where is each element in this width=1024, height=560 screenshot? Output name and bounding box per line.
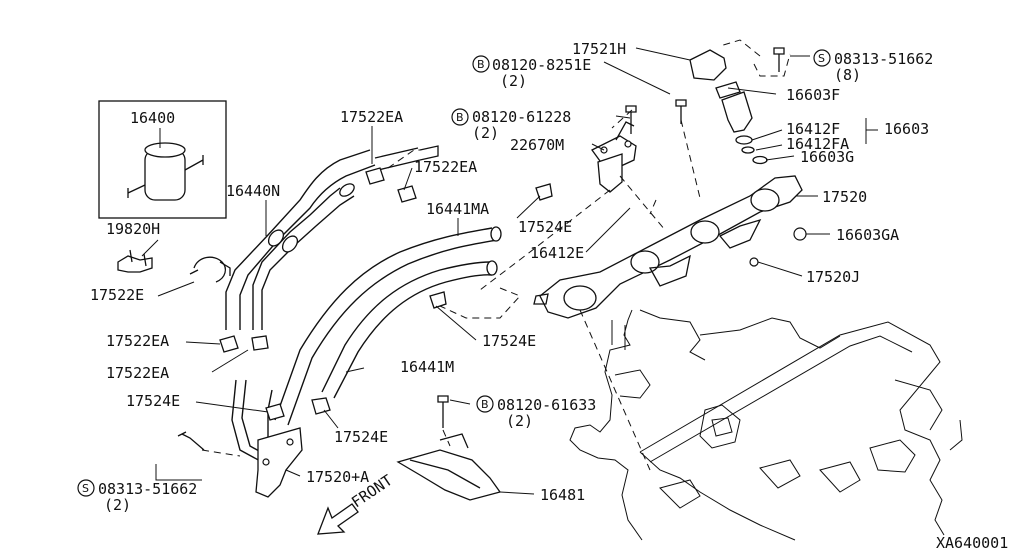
leader-lines (141, 47, 878, 495)
fuel-rail (533, 175, 807, 319)
callout-b1-number: 08120-8251E (492, 56, 591, 74)
label-16481: 16481 (540, 486, 585, 504)
callout-b2-qty: (2) (472, 124, 499, 142)
callout-s2-number: 08313-51662 (98, 480, 197, 498)
screw-symbol-1-letter: S (818, 52, 825, 65)
dashed-leaders (201, 39, 791, 471)
screw-symbol-2 (77, 479, 95, 497)
label-17522ea-left-2: 17522EA (106, 364, 169, 382)
label-16441ma: 16441MA (426, 200, 489, 218)
pressure-regulator (591, 121, 637, 193)
label-22670m: 22670M (510, 136, 564, 154)
label-16603g: 16603G (800, 148, 854, 166)
bracket-17520a (255, 427, 303, 498)
engine-block (569, 309, 963, 541)
label-16400: 16400 (130, 109, 175, 127)
clip-19820h (117, 249, 153, 273)
label-16603f: 16603F (786, 86, 840, 104)
label-16603: 16603 (884, 120, 929, 138)
bolt-symbol-1-letter: B (477, 58, 485, 71)
callout-b3-qty: (2) (506, 412, 533, 430)
part-labels: 16400 19820H 17522E 16440N 17522EA 17522… (90, 40, 1008, 552)
label-16412e: 16412E (530, 244, 584, 262)
screw-symbol-2-letter: S (82, 482, 89, 495)
callout-b2-number: 08120-61228 (472, 108, 571, 126)
label-16440n: 16440N (226, 182, 280, 200)
clamp-17522e (189, 256, 231, 283)
hose-clamps (219, 167, 553, 421)
label-17524e-bottom: 17524E (334, 428, 388, 446)
label-17524e-left: 17524E (126, 392, 180, 410)
bolts (177, 47, 785, 451)
fuel-filter-box (98, 100, 227, 219)
label-17522e: 17522E (90, 286, 144, 304)
label-19820h: 19820H (106, 220, 160, 238)
label-17522ea-mid: 17522EA (414, 158, 477, 176)
injector-assembly (689, 49, 768, 165)
bolt-symbol-2 (451, 108, 469, 126)
label-16412fa: 16412FA (786, 135, 849, 153)
bolt-symbol-3-letter: B (481, 398, 489, 411)
callout-s1-qty: (8) (834, 66, 861, 84)
label-16412f: 16412F (786, 120, 840, 138)
callout-b3-number: 08120-61633 (497, 396, 596, 414)
diagram-code: XA640001 (936, 534, 1008, 552)
label-17524e-low: 17524E (482, 332, 536, 350)
callout-s2-qty: (2) (104, 496, 131, 514)
bolt-symbol-2-letter: B (456, 111, 464, 124)
label-17524e-mid: 17524E (518, 218, 572, 236)
callout-b1-qty: (2) (500, 72, 527, 90)
label-17520: 17520 (822, 188, 867, 206)
bolt-symbol-1 (472, 55, 490, 73)
label-17522ea-top: 17522EA (340, 108, 403, 126)
label-17520j: 17520J (806, 268, 860, 286)
label-16603ga: 16603GA (836, 226, 899, 244)
label-17521h: 17521H (572, 40, 626, 58)
screw-symbol-1 (813, 49, 831, 67)
label-17522ea-left-1: 17522EA (106, 332, 169, 350)
fuel-hoses (225, 145, 502, 463)
label-16441m: 16441M (400, 358, 454, 376)
callout-s1-number: 08313-51662 (834, 50, 933, 68)
label-17520a: 17520+A (306, 468, 369, 486)
fastener-callouts: B 08120-8251E (2) B 08120-61228 (2) B 08… (77, 49, 933, 514)
bolt-symbol-3 (476, 395, 494, 413)
